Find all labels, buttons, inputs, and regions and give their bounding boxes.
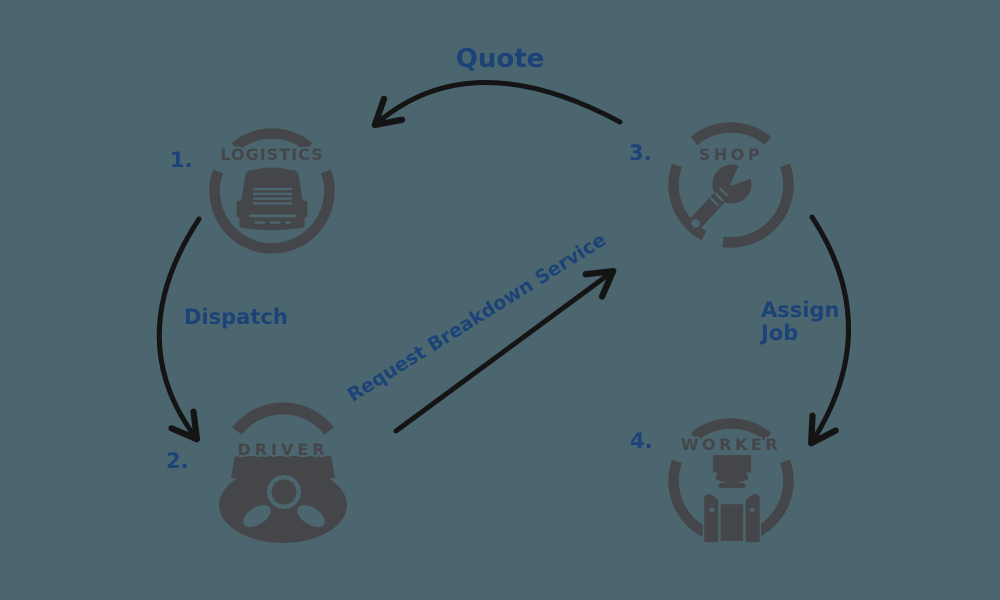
quote-edge-label: Quote — [455, 44, 545, 74]
assign-job-arrow — [808, 214, 851, 447]
node-driver-number: 2. — [166, 449, 189, 473]
node-worker-label: WORKER — [680, 435, 782, 454]
steering-wheel-icon — [219, 402, 347, 543]
request-breakdown-arrow — [393, 267, 617, 434]
node-shop-number: 3. — [629, 141, 652, 165]
quote-arrow — [371, 80, 623, 129]
dispatch-edge-label: Dispatch — [184, 305, 288, 329]
truck-icon — [209, 128, 335, 254]
wrench-icon — [668, 122, 794, 248]
node-logistics-label: LOGISTICS — [220, 145, 324, 164]
node-worker: WORKER — [664, 414, 798, 548]
node-shop: SHOP — [664, 118, 798, 252]
node-worker-number: 4. — [630, 429, 653, 453]
assign-job-edge-label: Assign Job — [761, 298, 840, 345]
dispatch-arrow — [156, 216, 202, 443]
node-shop-label: SHOP — [698, 145, 764, 164]
node-logistics: LOGISTICS — [205, 124, 339, 258]
node-logistics-number: 1. — [170, 148, 193, 172]
node-driver-label: DRIVER — [237, 440, 329, 459]
worker-icon — [668, 418, 794, 544]
node-driver: DRIVER — [213, 402, 353, 544]
